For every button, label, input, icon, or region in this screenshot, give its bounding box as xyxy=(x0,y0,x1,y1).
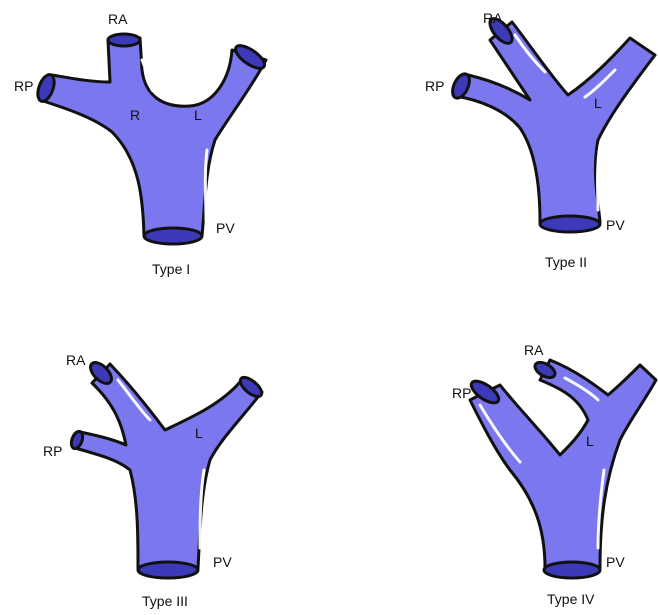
label-l-type-2: L xyxy=(594,95,602,111)
label-l-type-1: L xyxy=(194,107,202,123)
pv-orifice-type-2 xyxy=(540,216,600,232)
panel-type-4: RA RP L PV Type IV xyxy=(452,342,656,607)
caption-type-1: Type I xyxy=(152,261,190,277)
label-rp-type-1: RP xyxy=(14,78,33,94)
pv-orifice-type-1 xyxy=(144,228,202,244)
highlight-type-1b xyxy=(168,98,192,103)
label-pv-type-3: PV xyxy=(213,554,232,570)
highlight-type-1 xyxy=(205,150,207,220)
label-ra-type-2: RA xyxy=(483,10,503,26)
label-rp-type-3: RP xyxy=(43,443,62,459)
label-l-type-4: L xyxy=(586,433,594,449)
panel-type-3: RA RP L PV Type III xyxy=(43,352,265,609)
label-l-type-3: L xyxy=(195,425,203,441)
label-pv-type-1: PV xyxy=(216,220,235,236)
vessel-type-2 xyxy=(455,22,655,222)
vessel-type-1 xyxy=(40,38,266,236)
vessel-type-3 xyxy=(75,364,262,568)
caption-type-2: Type II xyxy=(545,254,587,270)
pv-orifice-type-4 xyxy=(544,562,600,578)
panel-type-2: RA RP L PV Type II xyxy=(425,10,655,270)
vessel-type-4 xyxy=(470,360,656,568)
label-ra-type-3: RA xyxy=(66,352,86,368)
highlight-type-2 xyxy=(598,145,601,210)
label-rp-type-4: RP xyxy=(452,385,471,401)
label-r-type-1: R xyxy=(130,107,140,123)
caption-type-4: Type IV xyxy=(547,591,595,607)
label-pv-type-4: PV xyxy=(606,554,625,570)
label-ra-type-4: RA xyxy=(524,342,544,358)
label-rp-type-2: RP xyxy=(425,78,444,94)
pv-orifice-type-3 xyxy=(138,562,198,578)
panel-type-1: RA RP R L PV Type I xyxy=(14,11,268,277)
caption-type-3: Type III xyxy=(142,593,188,609)
label-pv-type-2: PV xyxy=(606,217,625,233)
ra-orifice-type-1 xyxy=(108,34,140,46)
label-ra-type-1: RA xyxy=(108,11,128,27)
